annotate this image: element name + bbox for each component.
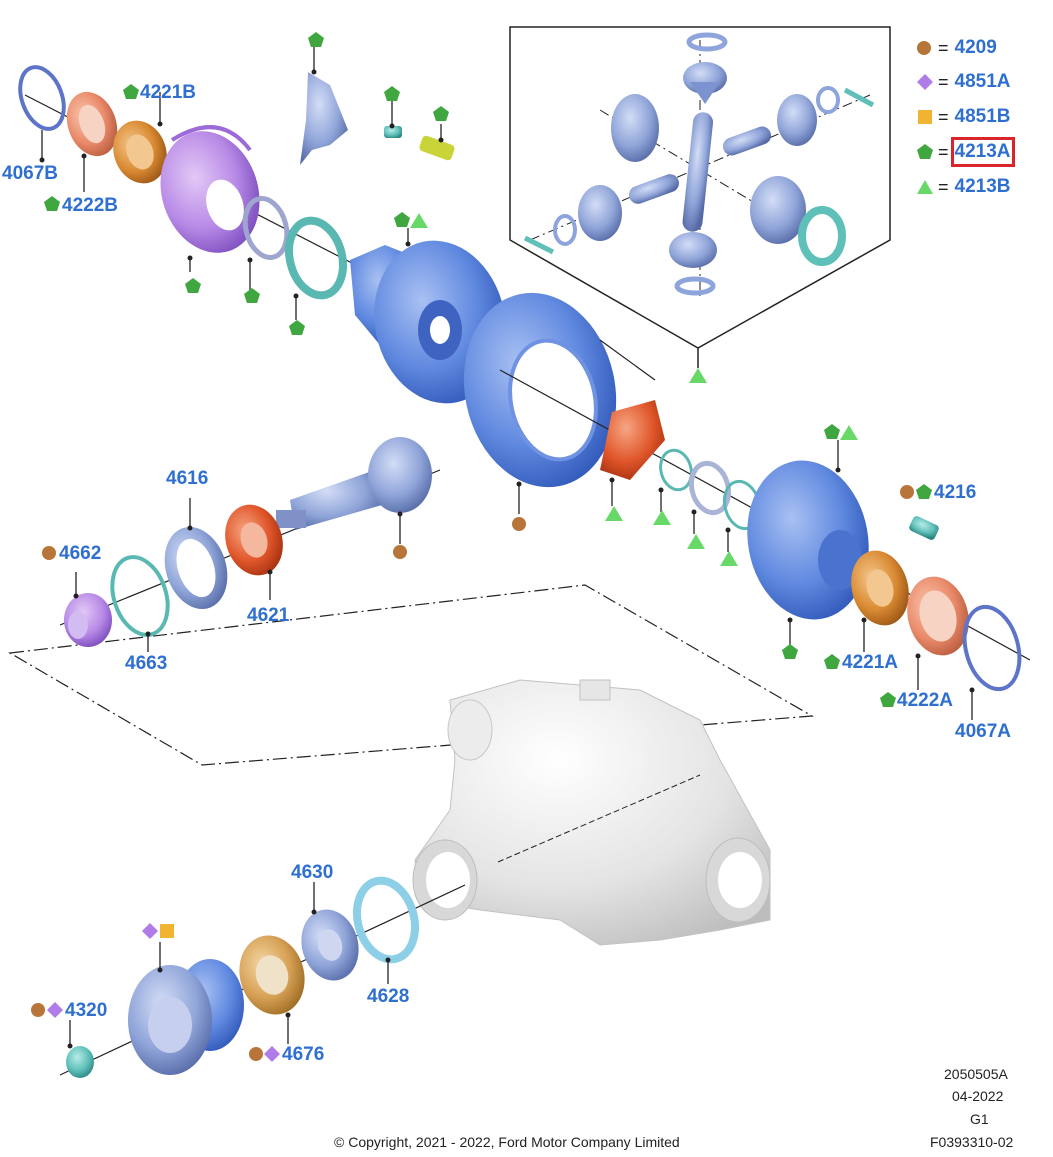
label-4663[interactable]: 4663 [125, 653, 168, 674]
circle-icon [916, 39, 934, 57]
legend-code-selected[interactable]: 4213A [950, 137, 1015, 167]
pentagon-marker [123, 84, 139, 99]
pentagon-marker [824, 654, 840, 669]
legend-equals: = [938, 141, 949, 162]
triangle-marker [410, 213, 428, 228]
pentagon-marker [244, 288, 260, 303]
diamond-marker [264, 1046, 280, 1062]
label-4628[interactable]: 4628 [367, 986, 410, 1007]
triangle-marker [840, 425, 858, 440]
label-4320[interactable]: 4320 [65, 1000, 108, 1021]
inset-gears [523, 32, 875, 300]
pentagon-marker [394, 212, 410, 227]
pentagon-marker [433, 106, 449, 121]
part-shim [242, 196, 290, 260]
part-vent [419, 135, 455, 161]
circle-marker [512, 517, 526, 531]
label-4216[interactable]: 4216 [934, 482, 977, 503]
leader-lines [41, 46, 973, 1046]
part-pinion-flange [128, 959, 244, 1075]
part-bracket [300, 72, 348, 165]
triangle-marker [720, 551, 738, 566]
legend-code[interactable]: 4209 [954, 37, 997, 58]
legend-code[interactable]: 4213B [954, 176, 1011, 197]
label-4630[interactable]: 4630 [291, 862, 334, 883]
legend-row-4209: = 4209 [916, 36, 997, 60]
circle-marker [31, 1003, 45, 1017]
label-4662[interactable]: 4662 [59, 543, 102, 564]
label-4616[interactable]: 4616 [166, 468, 209, 489]
circle-marker [249, 1047, 263, 1061]
label-4222B[interactable]: 4222B [62, 195, 118, 216]
label-4067A[interactable]: 4067A [955, 721, 1011, 742]
label-4067B[interactable]: 4067B [2, 163, 58, 184]
square-marker [160, 924, 174, 938]
inset-frame [509, 26, 891, 349]
part-4663 [110, 555, 170, 637]
part-thrust-block [600, 400, 665, 480]
triangle-marker [689, 368, 707, 383]
part-4067B [18, 65, 66, 131]
pentagon-icon [916, 143, 934, 161]
diamond-marker [142, 923, 158, 939]
drawing-date: 04-2022 [952, 1088, 1004, 1104]
part-bolt-small [384, 126, 402, 138]
triangle-marker [605, 506, 623, 521]
circle-marker [393, 545, 407, 559]
label-4221A[interactable]: 4221A [842, 652, 898, 673]
symbol-markers [31, 32, 932, 1062]
part-4216 [909, 516, 939, 540]
legend-code[interactable]: 4851B [954, 106, 1011, 127]
drawing-number: 2050505A [944, 1066, 1008, 1082]
part-ring-gear [463, 292, 617, 488]
pentagon-marker [308, 32, 324, 47]
legend-row-4213B: = 4213B [916, 175, 1011, 199]
square-icon [916, 108, 934, 126]
triangle-marker [653, 510, 671, 525]
pentagon-marker [44, 196, 60, 211]
part-4067A [962, 604, 1022, 692]
pentagon-marker [289, 320, 305, 335]
pentagon-marker [782, 644, 798, 659]
copyright-text: © Copyright, 2021 - 2022, Ford Motor Com… [334, 1134, 680, 1150]
legend-equals: = [938, 37, 949, 58]
part-pinion [276, 437, 432, 530]
pentagon-marker [880, 692, 896, 707]
legend-row-4213A: = 4213A [916, 137, 1015, 167]
legend-equals: = [938, 71, 949, 92]
figure-id: F0393310-02 [930, 1134, 1014, 1150]
diamond-icon [916, 73, 934, 91]
part-4628 [353, 876, 419, 964]
part-washer-b [688, 460, 732, 516]
part-axle-housing [412, 679, 771, 946]
legend-row-4851B: = 4851B [916, 105, 1011, 129]
label-4221B[interactable]: 4221B [140, 82, 196, 103]
triangle-marker [687, 534, 705, 549]
label-4621[interactable]: 4621 [247, 605, 290, 626]
legend-row-4851A: = 4851A [916, 70, 1011, 94]
triangle-icon [916, 178, 934, 196]
legend-code[interactable]: 4851A [954, 71, 1011, 92]
legend-equals: = [938, 176, 949, 197]
circle-marker [42, 546, 56, 560]
label-4676[interactable]: 4676 [282, 1044, 325, 1065]
part-washer-a [659, 448, 693, 492]
part-4320 [66, 1046, 94, 1078]
diamond-marker [47, 1002, 63, 1018]
leader-dots [39, 69, 975, 1049]
part-diff-cover [747, 460, 869, 620]
circle-marker [900, 485, 914, 499]
drawing-version: G1 [970, 1111, 989, 1127]
pentagon-marker [824, 424, 840, 439]
pentagon-marker [916, 484, 932, 499]
part-gasket [285, 216, 347, 300]
pentagon-marker [384, 86, 400, 101]
label-4222A[interactable]: 4222A [897, 690, 953, 711]
pentagon-marker [185, 278, 201, 293]
legend-equals: = [938, 106, 949, 127]
housing-outline [8, 584, 814, 766]
